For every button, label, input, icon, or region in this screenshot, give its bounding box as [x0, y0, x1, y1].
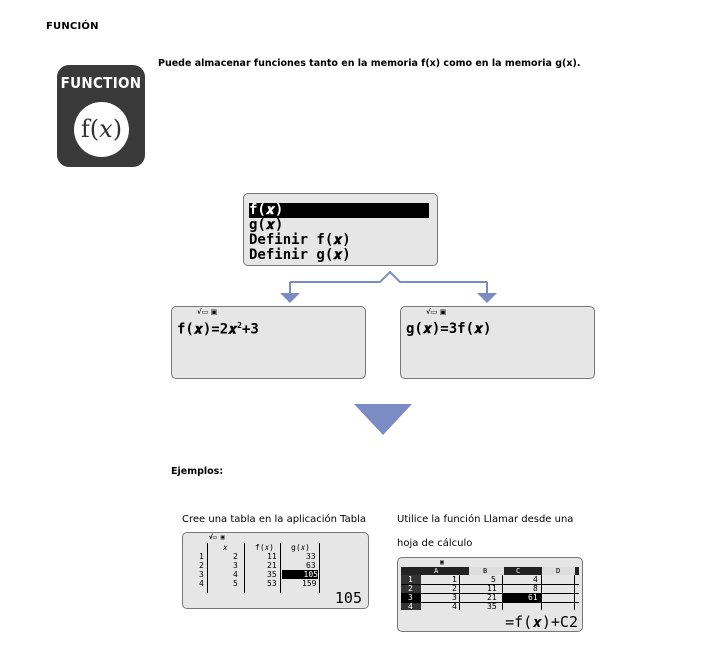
fx-expression: f(𝒙)=2𝒙2+3: [177, 321, 259, 338]
sheet-example-caption-line2: hoja de cálculo: [397, 538, 473, 549]
row-number: 2: [408, 584, 413, 593]
table-cell: 35: [267, 570, 277, 579]
status-indicator: √▭ ▣: [197, 308, 218, 316]
menu-item-define-fx[interactable]: Definir f(𝒙): [249, 232, 351, 248]
sheet-cell: 1: [452, 575, 457, 584]
fx-expression-lhs: f(𝒙)=2𝒙: [177, 321, 238, 338]
row-number: 2: [199, 561, 204, 570]
table-app-screen: √▭ ▣ 𝑥 f(𝑥) g(𝑥) 1 2 11 33 2 3 21 63 3 4…: [182, 532, 369, 609]
sheet-cell: 5: [491, 575, 496, 584]
sheet-cell: 4: [452, 602, 457, 611]
column-header-d: D: [556, 567, 561, 575]
table-cell: 21: [267, 561, 277, 570]
sheet-cell: 4: [533, 575, 538, 584]
sheet-cell: 11: [487, 584, 497, 593]
row-number: 4: [199, 579, 204, 588]
sheet-cell: 21: [487, 593, 497, 602]
row-number: 1: [408, 575, 413, 584]
examples-label: Ejemplos:: [171, 466, 224, 477]
menu-item-fx[interactable]: f(𝒙): [249, 203, 429, 218]
gx-expression: g(𝒙)=3f(𝒙): [406, 321, 492, 337]
gx-definition-screen: √▭ ▣ g(𝒙)=3f(𝒙): [400, 306, 595, 379]
table-cell: 3: [233, 561, 238, 570]
intro-text: Puede almacenar funciones tanto en la me…: [158, 58, 581, 69]
sheet-formula: =f(𝒙)+C2: [505, 613, 578, 631]
down-arrow-icon: [354, 404, 412, 435]
status-indicator: √▭ ▣: [209, 533, 225, 541]
table-header-x: 𝑥: [223, 543, 228, 552]
table-header-fx: f(𝑥): [255, 543, 274, 552]
table-result-value: 105: [334, 589, 362, 607]
column-header-a: A: [434, 567, 439, 575]
table-cell: 2: [233, 552, 238, 561]
sheet-cell: 35: [487, 602, 497, 611]
page-heading: FUNCIÓN: [46, 21, 99, 32]
status-indicator: ▣: [440, 558, 444, 566]
fx-definition-screen: √▭ ▣ f(𝒙)=2𝒙2+3: [171, 306, 366, 379]
table-header-gx: g(𝑥): [291, 543, 310, 552]
row-number: 4: [408, 602, 413, 611]
sheet-cell: 8: [533, 584, 538, 593]
row-number: 3: [199, 570, 204, 579]
function-icon-title: FUNCTION: [60, 74, 142, 92]
fx-expression-rhs: +3: [241, 321, 259, 338]
function-menu-screen: f(𝒙) g(𝒙) Definir f(𝒙) Definir g(𝒙): [243, 193, 438, 266]
table-cell: 33: [306, 552, 316, 561]
spreadsheet-screen: ▣ A B C D 1 1 5 4 2 2 11 8 3 3 21 61 4 4…: [397, 557, 583, 632]
fx-icon: f(𝑥): [74, 102, 129, 157]
table-cell: 11: [267, 552, 277, 561]
table-cell: 53: [267, 579, 277, 588]
table-cell: 159: [302, 579, 317, 588]
selected-table-cell[interactable]: 105: [282, 570, 318, 579]
function-app-icon: FUNCTION f(𝑥): [57, 65, 145, 167]
status-indicator: √▭ ▣: [426, 308, 447, 316]
row-number: 3: [408, 593, 413, 602]
column-header-c: C: [516, 567, 521, 575]
menu-item-define-gx[interactable]: Definir g(𝒙): [249, 247, 351, 263]
fx-exponent: 2: [237, 321, 242, 330]
menu-item-gx[interactable]: g(𝒙): [249, 217, 284, 233]
table-cell: 4: [233, 570, 238, 579]
row-number: 1: [199, 552, 204, 561]
table-cell: 63: [306, 561, 316, 570]
column-header-b: B: [483, 567, 488, 575]
table-cell: 5: [233, 579, 238, 588]
sheet-cell: 2: [452, 584, 457, 593]
branch-connector: [280, 270, 497, 303]
selected-sheet-cell[interactable]: 61: [528, 593, 538, 602]
sheet-cell: 3: [452, 593, 457, 602]
sheet-example-caption-line1: Utilice la función Llamar desde una: [397, 514, 574, 525]
table-example-caption: Cree una tabla en la aplicación Tabla: [182, 514, 366, 525]
